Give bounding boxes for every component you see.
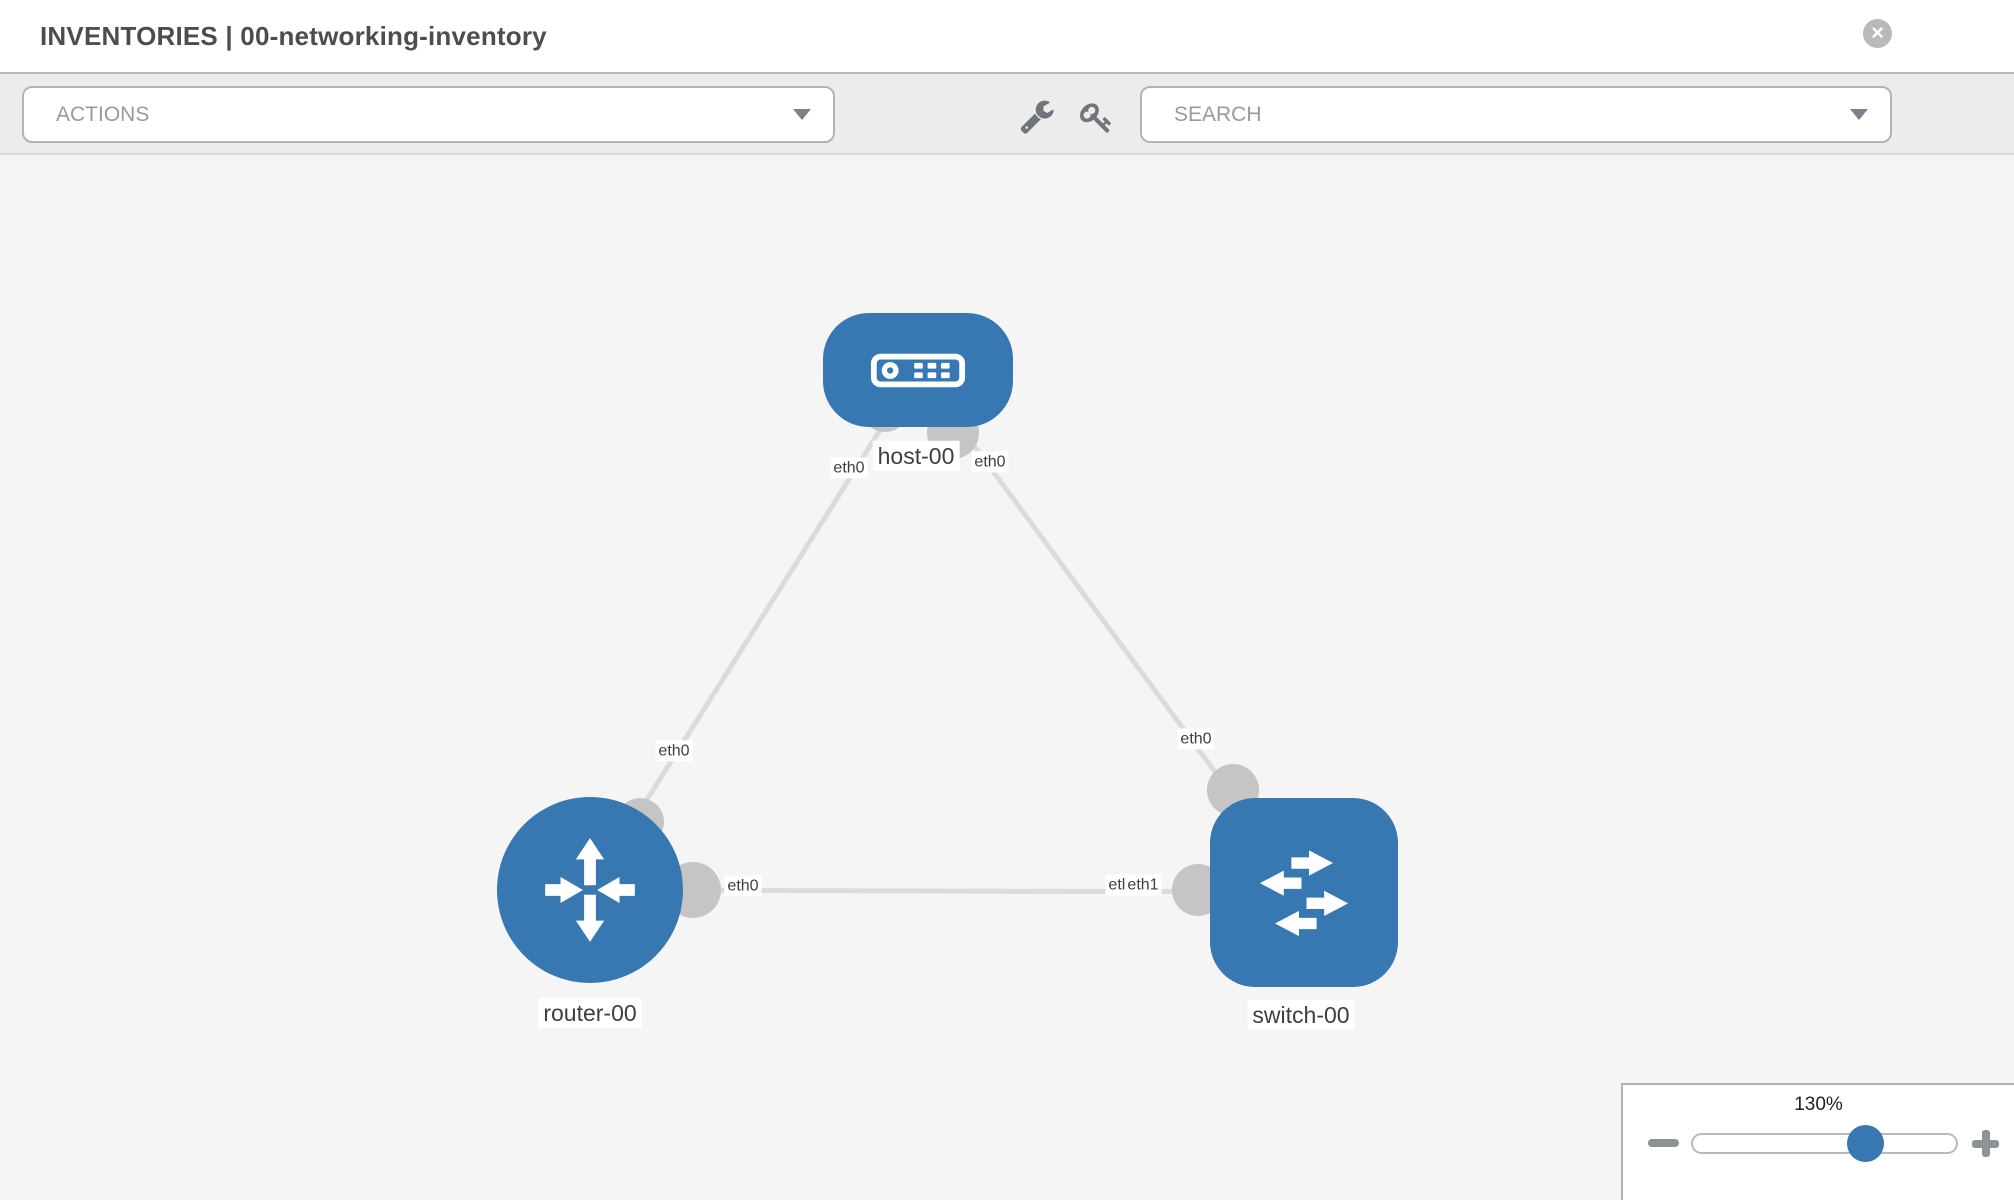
zoom-out-icon[interactable]	[1648, 1139, 1679, 1147]
zoom-percent-value: 130%	[1794, 1094, 1843, 1115]
search-dropdown-label: SEARCH	[1174, 102, 1262, 126]
page-title: INVENTORIES | 00-networking-inventory	[40, 21, 547, 51]
host-device-icon	[870, 353, 966, 387]
node-host-00[interactable]	[823, 313, 1013, 427]
actions-dropdown[interactable]: ACTIONS	[22, 86, 835, 143]
search-dropdown[interactable]: SEARCH	[1140, 86, 1892, 143]
switch-arrows-icon	[1259, 850, 1349, 937]
toolbar: ACTIONS SEARCH	[0, 72, 2014, 155]
node-label-switch-00: switch-00	[1247, 999, 1355, 1031]
node-switch-00[interactable]	[1210, 797, 1398, 987]
zoom-slider-handle[interactable]	[1847, 1125, 1884, 1162]
interface-label: eth0	[830, 457, 868, 479]
node-router-00[interactable]	[497, 797, 683, 983]
wrench-icon[interactable]	[1019, 98, 1055, 139]
zoom-panel: 130%	[1621, 1083, 2014, 1200]
interface-label: eth0	[971, 451, 1009, 473]
actions-dropdown-label: ACTIONS	[56, 102, 150, 126]
interface-label: eth0	[724, 875, 762, 897]
interface-label: eth0	[1177, 728, 1215, 750]
zoom-slider-track[interactable]	[1691, 1133, 1958, 1154]
interface-label: eth1	[1124, 874, 1162, 896]
close-icon[interactable]: ×	[1863, 19, 1892, 48]
router-arrows-icon	[545, 838, 635, 942]
node-label-router-00: router-00	[538, 997, 642, 1029]
zoom-in-icon[interactable]	[1972, 1130, 1999, 1157]
chevron-down-icon	[1850, 109, 1868, 120]
node-label-host-00: host-00	[872, 440, 960, 472]
interface-label: eth0	[655, 740, 693, 762]
key-icon[interactable]	[1080, 101, 1113, 139]
header: INVENTORIES | 00-networking-inventory ×	[0, 0, 2014, 72]
chevron-down-icon	[793, 109, 811, 120]
